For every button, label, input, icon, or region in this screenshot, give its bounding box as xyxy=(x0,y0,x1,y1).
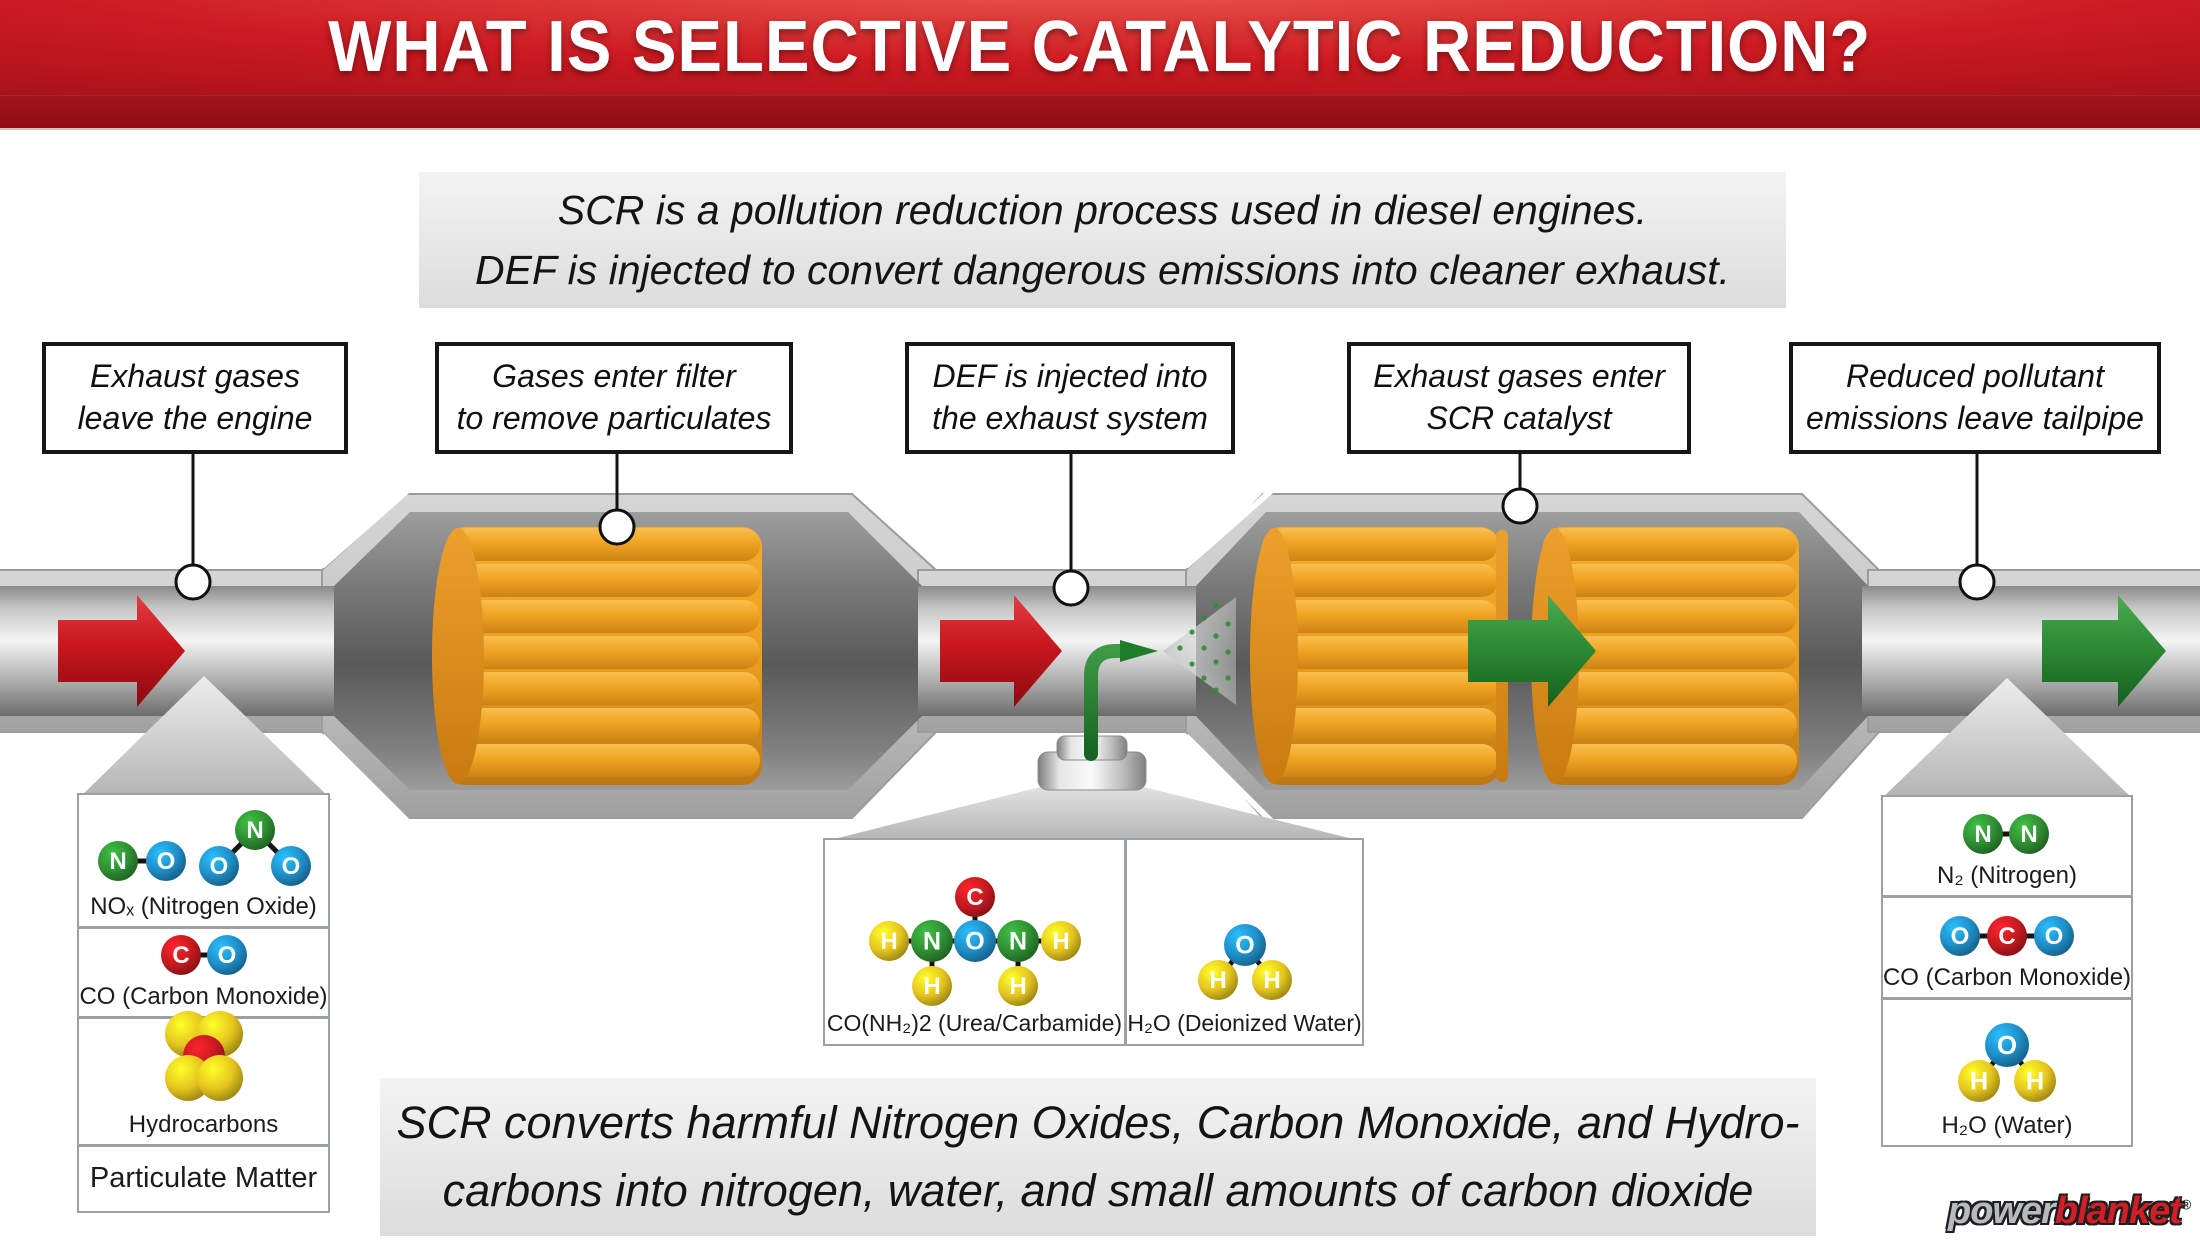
callout-text: Gases enter filter xyxy=(492,358,736,395)
svg-text:N: N xyxy=(922,927,940,955)
water-out-label: H₂O (Water) xyxy=(1941,1112,2073,1139)
svg-text:N: N xyxy=(109,848,126,875)
svg-text:O: O xyxy=(1951,923,1970,950)
header-banner: WHAT IS SELECTIVE CATALYTIC REDUCTION? xyxy=(0,0,2200,130)
svg-text:H: H xyxy=(2026,1067,2044,1095)
summary-line-1: SCR converts harmful Nitrogen Oxides, Ca… xyxy=(396,1096,1800,1148)
svg-text:O: O xyxy=(209,853,228,880)
svg-text:O: O xyxy=(281,853,300,880)
svg-text:N: N xyxy=(246,817,263,844)
svg-text:O: O xyxy=(1235,931,1254,959)
co-label: CO (Carbon Monoxide) xyxy=(79,983,328,1010)
svg-text:C: C xyxy=(172,942,189,969)
hydrocarbons-label: Hydrocarbons xyxy=(128,1111,279,1138)
summary-text-box: SCR converts harmful Nitrogen Oxides, Ca… xyxy=(380,1078,1816,1236)
callout-text: the exhaust system xyxy=(932,400,1208,436)
svg-text:H: H xyxy=(1970,1067,1988,1095)
callout-text: emissions leave tailpipe xyxy=(1806,400,2144,436)
def-spray xyxy=(1163,597,1236,705)
intro-text-box: SCR is a pollution reduction process use… xyxy=(419,172,1786,308)
header-strip xyxy=(0,95,2200,128)
callout-text: SCR catalyst xyxy=(1426,400,1612,436)
svg-text:N: N xyxy=(2020,821,2037,848)
flow-arrow-red-1 xyxy=(58,595,185,707)
callout-def-injected: DEF is injected into the exhaust system xyxy=(905,342,1235,454)
callout-text: Reduced pollutant xyxy=(1846,358,2104,395)
callout-reduced-emissions: Reduced pollutant emissions leave tailpi… xyxy=(1789,342,2161,454)
intro-line-1: SCR is a pollution reduction process use… xyxy=(557,186,1648,233)
callout-gases-enter-filter: Gases enter filter to remove particulate… xyxy=(435,342,793,454)
urea-label: CO(NH₂)2 (Urea/Carbamide) xyxy=(826,1010,1123,1036)
particulate-filter xyxy=(432,527,762,785)
callout-text: Exhaust gases enter xyxy=(1373,358,1665,395)
flow-arrow-green-1 xyxy=(1468,595,1596,707)
scr-catalyst-rear xyxy=(1531,527,1799,785)
svg-text:O: O xyxy=(2045,923,2064,950)
logo-power: power xyxy=(1948,1190,2056,1232)
page-title: WHAT IS SELECTIVE CATALYTIC REDUCTION? xyxy=(328,7,1872,87)
svg-text:H: H xyxy=(880,928,897,955)
panel-row-hydrocarbons: Hydrocarbons xyxy=(79,1011,328,1144)
registered-mark: ® xyxy=(2180,1196,2191,1213)
callout-gases-enter-scr: Exhaust gases enter SCR catalyst xyxy=(1347,342,1691,454)
co-out-label: CO (Carbon Monoxide) xyxy=(1882,964,2132,991)
flow-arrow-green-2 xyxy=(2042,595,2166,707)
deionized-water-label: H₂O (Deionized Water) xyxy=(1127,1010,1362,1036)
svg-text:O: O xyxy=(965,927,984,955)
n2-label: N₂ (Nitrogen) xyxy=(1936,862,2077,889)
svg-text:O: O xyxy=(217,942,236,969)
svg-text:C: C xyxy=(966,884,983,911)
panel-row-co-out: O C O CO (Carbon Monoxide) xyxy=(1883,895,2131,997)
summary-line-2: carbons into nitrogen, water, and small … xyxy=(442,1165,1754,1216)
intro-line-2: DEF is injected to convert dangerous emi… xyxy=(475,247,1730,293)
logo-blanket: blanket xyxy=(2054,1190,2182,1232)
callout-text: Exhaust gases xyxy=(90,358,300,395)
svg-text:O: O xyxy=(156,848,175,875)
svg-text:N: N xyxy=(1974,821,1991,848)
svg-text:N: N xyxy=(1008,927,1026,955)
callout-exhaust-leaves-engine: Exhaust gases leave the engine xyxy=(42,342,348,454)
scr-catalyst-front xyxy=(1250,527,1508,785)
nox-label: NOₓ (Nitrogen Oxide) xyxy=(90,893,317,920)
def-injector xyxy=(1037,597,1236,791)
svg-text:H: H xyxy=(1263,967,1280,994)
callout-connectors xyxy=(174,451,1996,607)
svg-text:C: C xyxy=(1998,923,2015,950)
svg-text:O: O xyxy=(1997,1030,2017,1060)
hydrocarbon-molecule xyxy=(152,1004,256,1108)
callout-text: leave the engine xyxy=(77,400,313,436)
callout-text: to remove particulates xyxy=(456,400,772,436)
svg-text:H: H xyxy=(923,973,940,1000)
svg-text:H: H xyxy=(1009,973,1026,1000)
particulate-matter-label: Particulate Matter xyxy=(89,1161,318,1194)
callout-funnels xyxy=(77,676,2134,842)
svg-text:H: H xyxy=(1209,967,1226,994)
callout-text: DEF is injected into xyxy=(932,358,1208,395)
powerblanket-logo: powerblanket® xyxy=(1948,1190,2191,1233)
panel-row-particulate-matter: Particulate Matter xyxy=(79,1144,328,1211)
flow-arrow-red-2 xyxy=(940,595,1062,707)
svg-text:H: H xyxy=(1052,928,1069,955)
